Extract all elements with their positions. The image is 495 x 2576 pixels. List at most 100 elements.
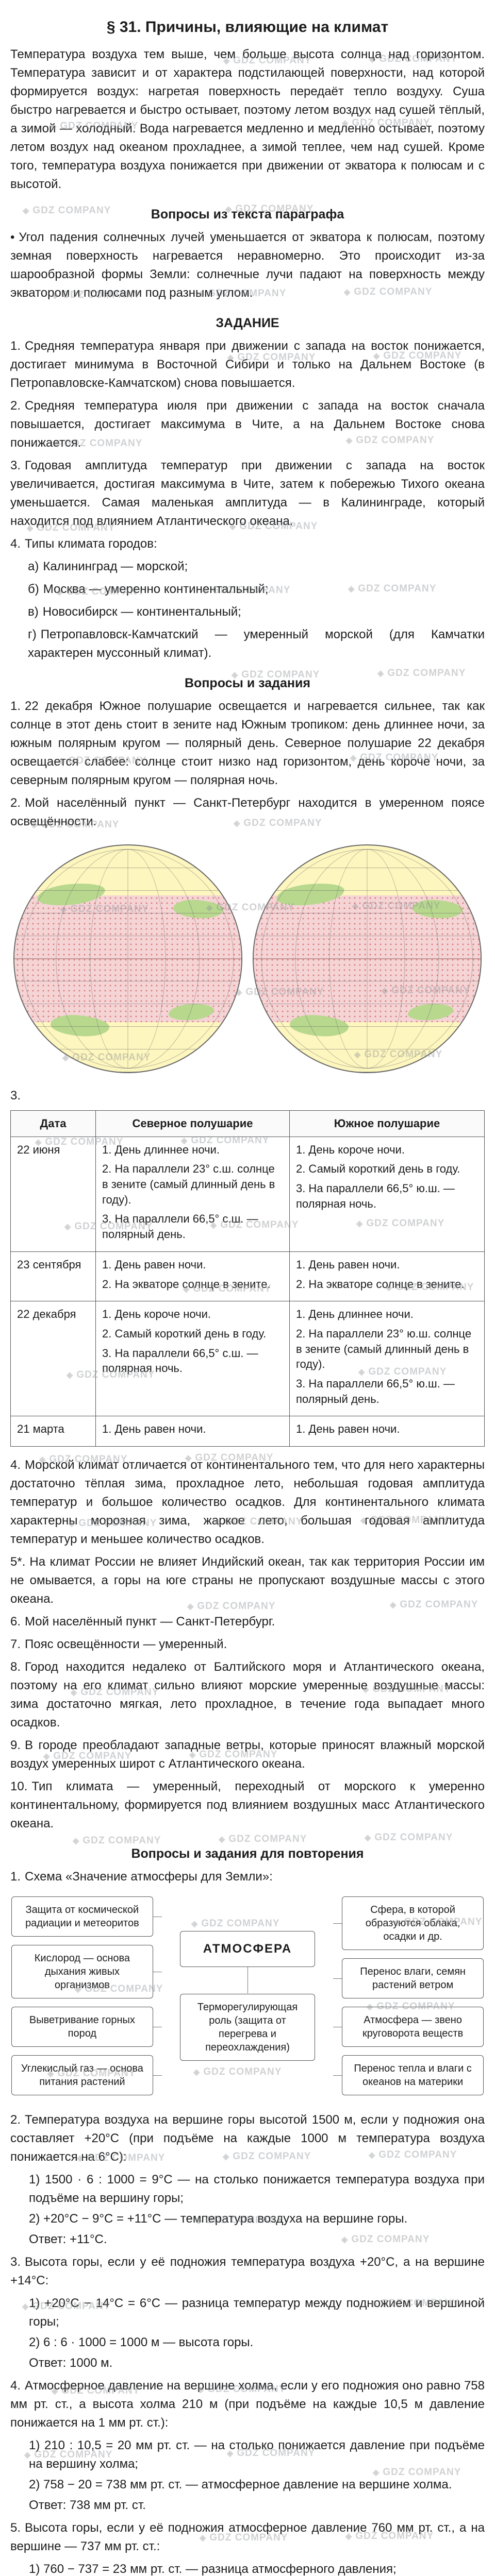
item-text: 22 декабря Южное полушарие освещается и … <box>10 699 485 787</box>
table-cell-line: 1. День равен ночи. <box>102 1422 206 1436</box>
table-header-cell: Северное полушарие <box>95 1110 290 1137</box>
item-marker: г) <box>28 628 37 641</box>
zadanie-list: 1.Средняя температура января при движени… <box>10 337 485 663</box>
answer-paragraph: 1.Схема «Значение атмосферы для Земли»: <box>10 1868 485 1886</box>
diagram-box: Перенос тепла и влаги с океанов на матер… <box>333 2055 484 2095</box>
table-north-cell: 1. День равен ночи.2. На экваторе солнце… <box>95 1251 290 1302</box>
item-sublines: 1) 760 − 737 = 23 мм рт. ст. — разница а… <box>10 2560 485 2576</box>
table-south-cell: 1. День короче ночи.2. Самый короткий де… <box>289 1136 485 1252</box>
map-meridian <box>22 849 234 1069</box>
heading-text-questions: Вопросы из текста параграфа <box>151 207 344 222</box>
item-sublines: 1) 1500 · 6 : 1000 = 9°С — на столько по… <box>10 2171 485 2249</box>
answer-paragraph: 2.Температура воздуха на вершине горы вы… <box>10 2111 485 2166</box>
item-text: Высота горы, если у её подножия атмосфер… <box>10 2521 485 2553</box>
item-text: Новосибирск — континентальный; <box>42 605 241 619</box>
table-north-cell: 1. День равен ночи. <box>95 1416 290 1447</box>
hemisphere-map-right <box>253 844 482 1073</box>
table-cell-line: 3. На параллели 66,5° ю.ш. — полярный де… <box>295 1377 455 1405</box>
item-text: Типы климата городов: <box>25 537 157 551</box>
table-cell-line: 1. День длиннее ночи. <box>102 1143 220 1156</box>
table-date-cell: 22 июня <box>10 1136 96 1252</box>
table-cell-line: 1. День равен ночи. <box>295 1258 400 1271</box>
item-marker: 1. <box>10 339 21 353</box>
diagram-center-column: АТМОСФЕРА Терморегулирующая роль (защита… <box>172 1896 323 2095</box>
item-text: Пояс освещённости — умеренный. <box>25 1637 227 1651</box>
table-date-cell: 23 сентября <box>10 1251 96 1302</box>
answer-paragraph: 1.Средняя температура января при движени… <box>10 337 485 393</box>
item-text: Тип климата — умеренный, переходный от м… <box>10 1780 485 1831</box>
item-marker: в) <box>28 605 39 619</box>
item-marker: 4. <box>10 2379 21 2393</box>
item-marker: 5*. <box>10 1555 26 1569</box>
answer-paragraph: г)Петропавловск-Камчатский — умеренный м… <box>28 625 485 663</box>
cell-lines: 1. День длиннее ночи.2. На параллели 23°… <box>296 1307 478 1406</box>
item-text: Атмосферное давление на вершине холма, е… <box>10 2379 485 2430</box>
item-marker: • <box>10 230 15 244</box>
calculation-line: 1) +20°С − 14°С = 6°С — разница температ… <box>29 2296 485 2329</box>
table-cell-line: 1. День длиннее ночи. <box>295 1308 414 1321</box>
table-row: 22 июня 1. День длиннее ночи. 2. На парал… <box>10 1136 485 1252</box>
item-text: Средняя температура января при движении … <box>10 339 485 390</box>
table-header-cell: Южное полушарие <box>289 1110 485 1137</box>
answer-paragraph: 5.Высота горы, если у её подножия атмосф… <box>10 2519 485 2556</box>
hemisphere-map-left <box>13 844 242 1073</box>
page-title: § 31. Причины, влияющие на климат <box>106 19 389 36</box>
cell-lines: 1. День равен ночи. <box>296 1421 478 1437</box>
cell-lines: 1. День короче ночи.2. Самый короткий де… <box>296 1142 478 1212</box>
item-marker: 1. <box>10 699 21 713</box>
diagram-box: Кислород — основа дыхания живых организм… <box>11 1945 162 1998</box>
item-sublines: 1) 210 : 10,5 = 20 мм рт. ст. — на столь… <box>10 2436 485 2515</box>
heading-zadanie: ЗАДАНИЕ <box>216 316 279 330</box>
table-cell-line: 1. День равен ночи. <box>295 1422 400 1436</box>
table-south-cell: 1. День равен ночи. <box>289 1416 485 1447</box>
item-text: Температура воздуха на вершине горы высо… <box>10 2113 485 2164</box>
table-south-cell: 1. День длиннее ночи.2. На параллели 23°… <box>289 1301 485 1417</box>
table-header-cell: Дата <box>10 1110 96 1137</box>
item-text: В городе преобладают западные ветры, кот… <box>10 1738 485 1771</box>
table-row: 21 марта 1. День равен ночи. 1. День рав… <box>10 1416 485 1447</box>
item-text: Мой населённый пункт — Санкт-Петербург. <box>25 1615 275 1629</box>
table-cell-line: 1. День короче ночи. <box>295 1143 405 1156</box>
answer-paragraph: 9.В городе преобладают западные ветры, к… <box>10 1736 485 1773</box>
diagram-box: Защита от космической радиации и метеори… <box>11 1896 162 1937</box>
heading-povtorenie: Вопросы и задания для повторения <box>131 1846 364 1861</box>
table-cell-line: 2. На параллели 23° с.ш. солнце в зените… <box>102 1162 275 1206</box>
item-text: На климат России не влияет Индийский оке… <box>10 1555 485 1606</box>
diagram-center-label: АТМОСФЕРА <box>180 1931 315 1993</box>
diagram-box: Углекислый газ — основа питания растений <box>11 2055 162 2095</box>
item-text: Калининград — морской; <box>43 560 188 573</box>
intro-paragraph: Температура воздуха тем выше, чем больше… <box>10 47 485 191</box>
calculation-line: Ответ: 738 мм рт. ст. <box>29 2498 146 2512</box>
povtorenie-list: 2.Температура воздуха на вершине горы вы… <box>10 2111 485 2576</box>
item-text: Москва — умеренно континентальный; <box>43 582 269 596</box>
answer-paragraph: 3.Высота горы, если у её подножия темпер… <box>10 2253 485 2290</box>
item-text: Высота горы, если у её подножия температ… <box>10 2255 485 2287</box>
answer-paragraph: 8.Город находится недалеко от Балтийског… <box>10 1658 485 1732</box>
calculation-line: 1) 1500 · 6 : 1000 = 9°С — на столько по… <box>29 2173 485 2205</box>
table-cell-line: 3. На параллели 66,5° ю.ш. — полярная но… <box>295 1182 455 1210</box>
table-row: 23 сентября 1. День равен ночи.2. На экв… <box>10 1251 485 1302</box>
cell-lines: 1. День короче ночи.2. Самый короткий де… <box>102 1307 283 1376</box>
item-marker: 4. <box>10 1458 21 1472</box>
table-cell-line: 2. На экваторе солнце в зените. <box>295 1277 465 1291</box>
answer-paragraph: 4.Морской климат отличается от континент… <box>10 1456 485 1549</box>
voprosy-list-b: 4.Морской климат отличается от континент… <box>10 1456 485 1833</box>
answer-paragraph: •Угол падения солнечных лучей уменьшаетс… <box>10 228 485 302</box>
table-date-cell: 21 марта <box>10 1416 96 1447</box>
item-text: Город находится недалеко от Балтийского … <box>10 1660 485 1730</box>
item-marker: 2. <box>10 399 21 413</box>
diagram-bottom-box: Терморегулирующая роль (защита от перегр… <box>180 1993 315 2061</box>
answer-paragraph: 2.Мой населённый пункт — Санкт-Петербург… <box>10 794 485 831</box>
diagram-box: Выветривание горных пород <box>11 2007 162 2047</box>
item-text: Схема «Значение атмосферы для Земли»: <box>25 1870 273 1884</box>
answer-paragraph: 4.Атмосферное давление на вершине холма,… <box>10 2377 485 2432</box>
answer-paragraph: 6.Мой населённый пункт — Санкт-Петербург… <box>10 1613 485 1631</box>
table-cell-line: 3. На параллели 66,5° с.ш. — полярная но… <box>102 1346 258 1375</box>
table-cell-line: 3. На параллели 66,5° с.ш. — полярный де… <box>102 1212 258 1241</box>
diagram-box: Перенос влаги, семян растений ветром <box>333 1958 484 1998</box>
item-text: Угол падения солнечных лучей уменьшается… <box>10 230 485 300</box>
answer-paragraph: 7.Пояс освещённости — умеренный. <box>10 1635 485 1654</box>
